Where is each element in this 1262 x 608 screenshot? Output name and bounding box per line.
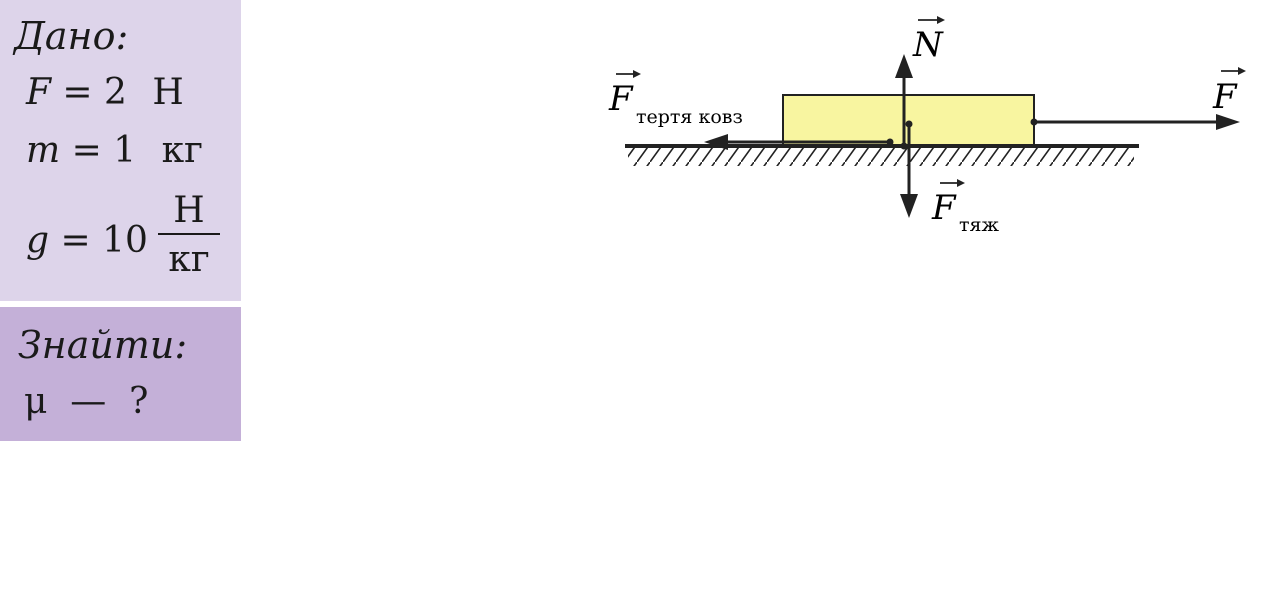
gravity-force-label: F тяж: [931, 179, 999, 236]
vector-arrowhead: [957, 179, 965, 187]
mass-unit: кг: [161, 130, 203, 171]
normal-force-arrowhead: [895, 54, 913, 78]
normal-force-letter: N: [912, 25, 944, 65]
normal-application-point: [900, 142, 908, 150]
gravity-unit-numerator: Н: [173, 190, 205, 231]
force-eq: =: [50, 72, 105, 113]
given-heading: Дано:: [14, 14, 129, 58]
given-gravity-row: g = 10: [26, 220, 148, 261]
friction-force-arrowhead: [704, 134, 728, 150]
find-heading: Знайти:: [18, 323, 188, 367]
find-panel: Знайти: μ — ?: [0, 307, 241, 441]
friction-force-letter: F: [608, 79, 634, 119]
gravity-force-arrowhead: [900, 194, 918, 218]
vector-arrowhead: [633, 70, 641, 78]
gravity-unit-fraction: Н кг: [158, 190, 220, 280]
given-panel: Дано: F = 2 Н m = 1 кг g = 10 Н кг: [0, 0, 241, 301]
vector-arrowhead: [1238, 67, 1246, 75]
applied-force-label: F: [1212, 67, 1246, 117]
gravity-force-letter: F: [931, 188, 957, 228]
mass-value: 1: [113, 130, 137, 171]
gravity-force-subscript: тяж: [959, 214, 999, 236]
mass-symbol: m: [26, 130, 61, 171]
ground-hatching: [628, 148, 1134, 166]
vector-arrowhead: [937, 16, 945, 24]
gravity-eq: =: [49, 220, 103, 261]
gravity-application-point: [905, 120, 913, 128]
force-unit: Н: [152, 72, 184, 113]
friction-force-label: F тертя ковз: [608, 70, 743, 128]
friction-application-point: [886, 138, 894, 146]
gravity-value: 10: [102, 220, 148, 261]
gravity-unit-denominator: кг: [168, 239, 210, 280]
normal-force-label: N: [912, 16, 945, 65]
given-mass-row: m = 1 кг: [26, 130, 203, 171]
force-value: 2: [104, 72, 127, 113]
applied-force-letter: F: [1212, 77, 1238, 117]
mass-eq: =: [60, 130, 114, 171]
applied-application-point: [1030, 118, 1038, 126]
friction-force-subscript: тертя ковз: [636, 106, 743, 128]
find-expression: μ — ?: [24, 381, 149, 422]
force-symbol: F: [26, 72, 51, 113]
applied-force-arrowhead: [1216, 114, 1240, 130]
given-force-row: F = 2 Н: [26, 72, 184, 113]
gravity-symbol: g: [26, 220, 50, 261]
fraction-bar: [158, 233, 220, 235]
